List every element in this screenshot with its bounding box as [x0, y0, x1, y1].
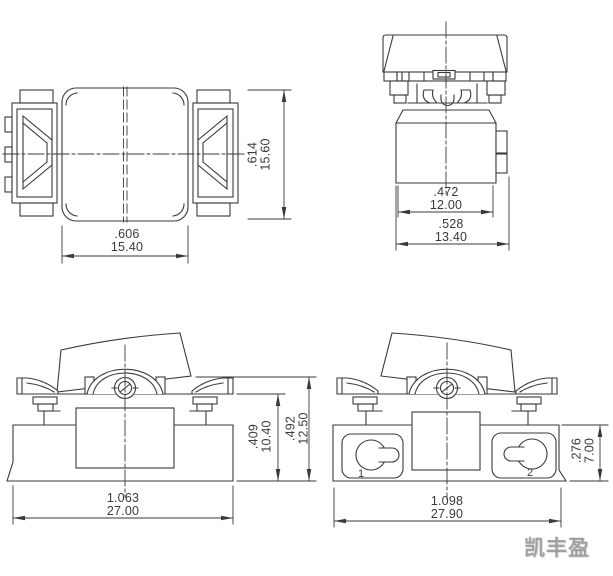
dim-top-height-inch: .614	[245, 141, 260, 168]
dim-front-overall-width: .528 13.40	[411, 218, 491, 243]
side-view-dimension-lines	[12, 376, 317, 525]
dim-bottom-width-inch: 1.098	[430, 494, 464, 508]
dim-side-width: 1.063 27.00	[83, 492, 163, 517]
dim-front-body-width: .472 12.00	[406, 186, 486, 211]
side-view-linework	[6, 332, 317, 525]
dim-side-overall-height-mm: 12.50	[296, 412, 310, 445]
dim-front-overall-width-mm: 13.40	[434, 229, 468, 244]
dim-top-width-inch: .606	[114, 227, 140, 241]
bottom-view-dimension-lines	[333, 424, 609, 528]
dim-top-width-mm: 15.40	[110, 239, 144, 254]
dim-side-width-mm: 27.00	[106, 503, 140, 518]
brand-watermark: 凯丰盈	[524, 537, 590, 560]
dim-side-overall-height: .492 12.50	[283, 405, 311, 453]
dim-bottom-base-height-mm: 7.00	[582, 437, 596, 464]
dim-side-height: .409 10.40	[246, 413, 274, 461]
top-view-linework	[2, 86, 292, 264]
dim-bottom-base-height-inch: .276	[569, 437, 584, 464]
dim-side-height-inch: .409	[246, 423, 261, 450]
dim-side-height-mm: 10.40	[259, 420, 273, 453]
dim-front-body-width-mm: 12.00	[429, 197, 463, 212]
terminal-label-2: 2	[526, 467, 534, 479]
dim-top-height: .614 15.60	[245, 131, 273, 179]
bottom-view-linework	[332, 332, 609, 528]
dim-front-body-width-inch: .472	[433, 185, 459, 199]
dim-bottom-width-mm: 27.90	[430, 506, 464, 521]
dim-side-overall-height-inch: .492	[283, 415, 298, 442]
top-view-dimension-lines	[61, 89, 292, 264]
front-view-linework	[382, 21, 510, 251]
dim-top-width: .606 15.40	[87, 228, 167, 253]
front-view-dimension-lines	[395, 176, 510, 251]
dim-bottom-base-height: .276 7.00	[569, 427, 597, 475]
dim-top-height-mm: 15.60	[258, 138, 272, 171]
dim-front-overall-width-inch: .528	[438, 217, 464, 231]
dim-bottom-width: 1.098 27.90	[407, 495, 487, 520]
dim-side-width-inch: 1.063	[106, 491, 140, 505]
terminal-label-1: 1	[357, 468, 365, 480]
